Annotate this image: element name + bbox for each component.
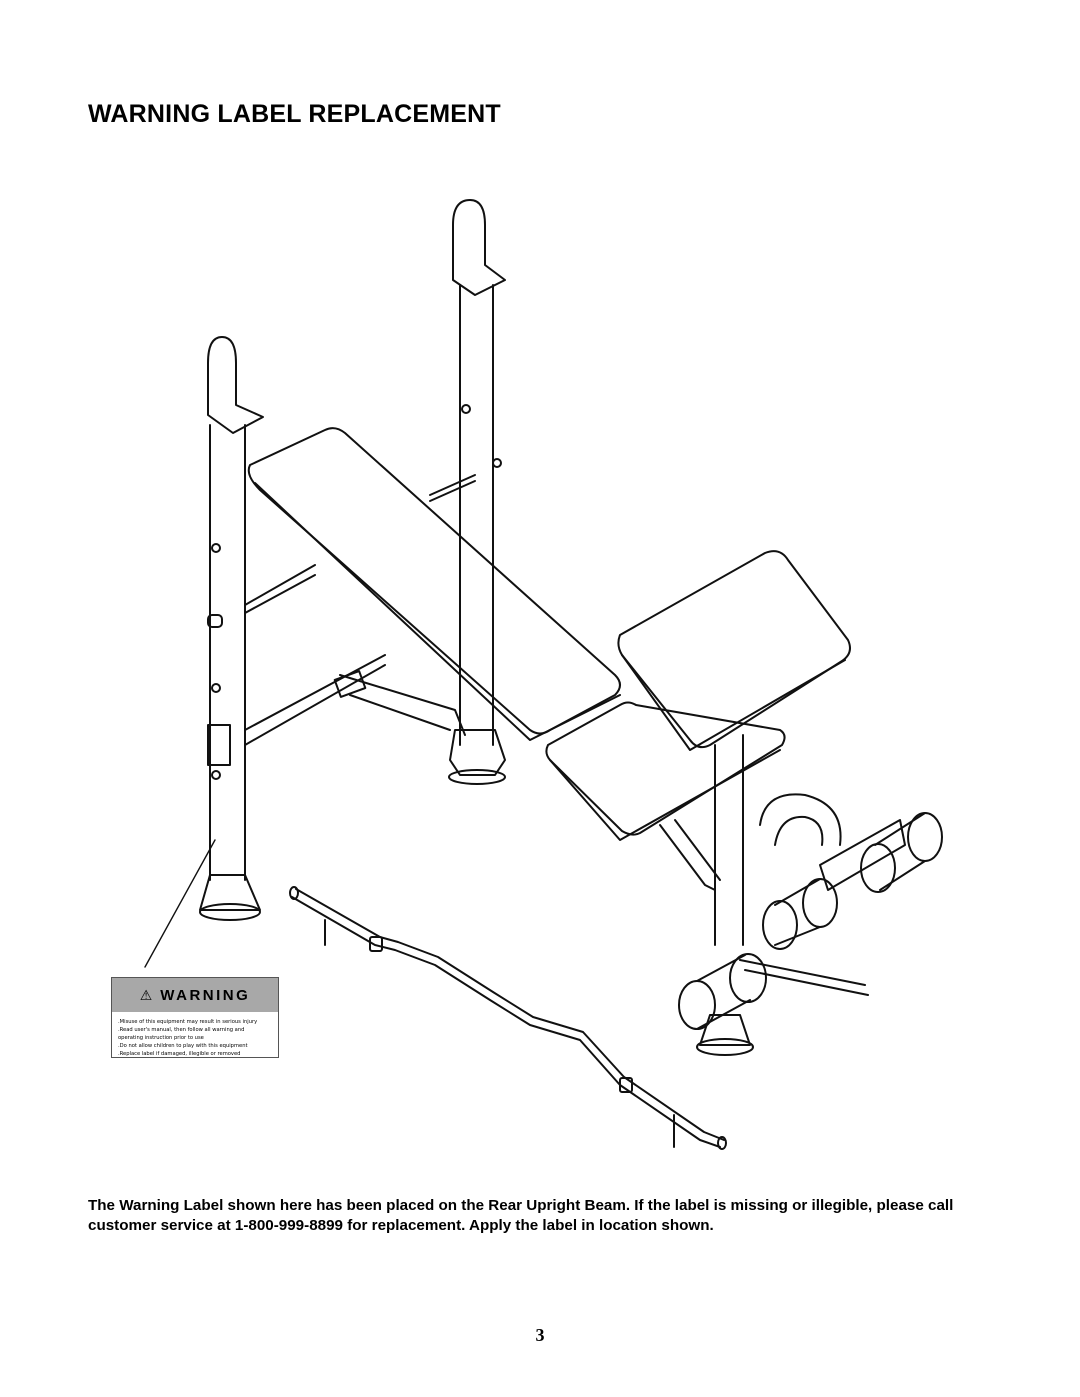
warning-label-line: .Replace label if damaged, illegible or … bbox=[118, 1051, 241, 1057]
seat-pad bbox=[545, 701, 786, 841]
rear-left-upright bbox=[199, 336, 264, 921]
instruction-paragraph: The Warning Label shown here has been pl… bbox=[88, 1197, 954, 1234]
foam-roller-front bbox=[678, 953, 767, 1030]
warning-label-line: .Do not allow children to play with this… bbox=[118, 1043, 248, 1049]
rear-right-upright bbox=[452, 199, 506, 746]
warning-label-heading: WARNING bbox=[160, 986, 251, 1004]
ez-curl-bar bbox=[289, 886, 727, 1150]
warning-label-line: operating instruction prior to use bbox=[118, 1035, 204, 1041]
page-title: WARNING LABEL REPLACEMENT bbox=[88, 100, 501, 128]
warning-label-text: .Misuse of this equipment may result in … bbox=[112, 1012, 278, 1058]
warning-label-line: .Read user's manual, then follow all war… bbox=[118, 1027, 245, 1033]
foam-roller-lower bbox=[762, 878, 838, 950]
label-leader-line bbox=[144, 839, 216, 968]
warning-label-image: ⚠ WARNING .Misuse of this equipment may … bbox=[111, 977, 279, 1058]
warning-triangle-icon: ⚠ bbox=[139, 986, 153, 1003]
page-number: 3 bbox=[535, 1325, 545, 1345]
preacher-pad bbox=[617, 550, 851, 946]
warning-label-header: ⚠ WARNING bbox=[112, 978, 278, 1012]
warning-label-line: .Misuse of this equipment may result in … bbox=[118, 1019, 258, 1025]
foam-roller-upper bbox=[860, 812, 943, 893]
weight-bench-illustration bbox=[144, 199, 943, 1150]
back-pad bbox=[247, 427, 621, 741]
